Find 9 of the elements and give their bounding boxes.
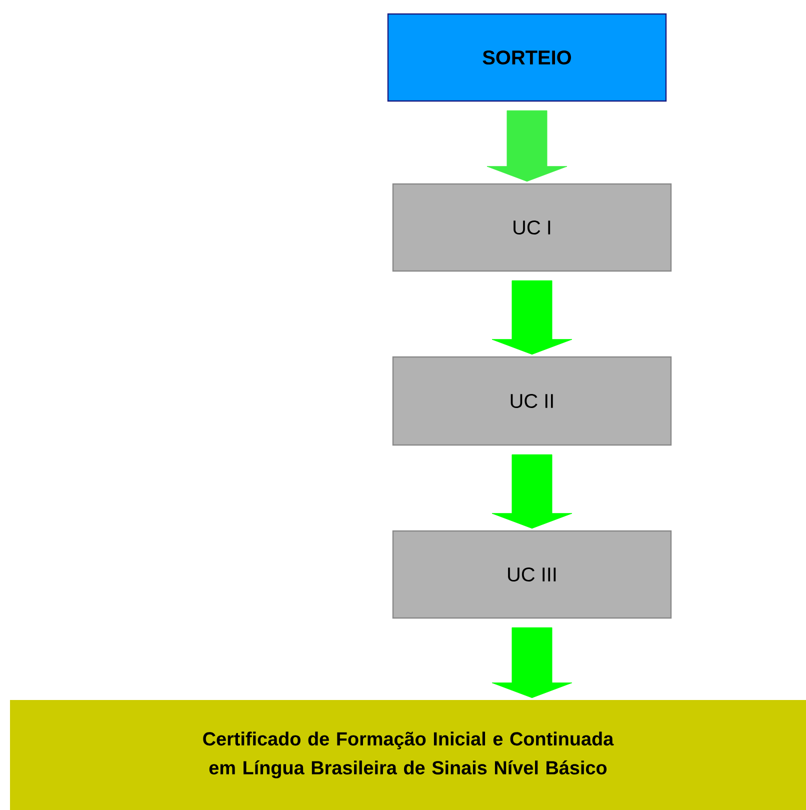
process-box: UC I xyxy=(392,183,672,272)
process-box: UC III xyxy=(392,530,672,619)
result-box: Certificado de Formação Inicial e Continuada em Língua Brasileira de Sinais Nível Básico xyxy=(10,700,806,810)
arrow xyxy=(492,280,572,355)
arrow xyxy=(492,454,572,529)
arrow xyxy=(486,110,568,182)
arrow xyxy=(492,627,572,698)
start-box: SORTEIO xyxy=(387,13,667,102)
process-box: UC II xyxy=(392,356,672,446)
